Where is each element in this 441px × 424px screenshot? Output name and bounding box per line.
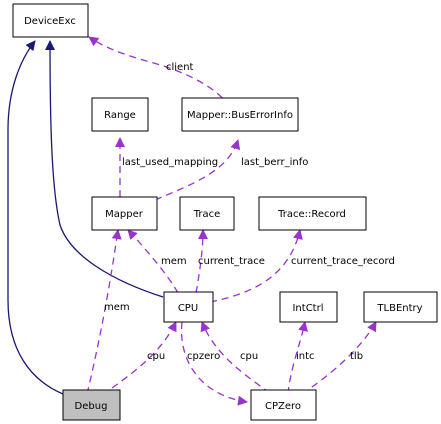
class-label-trace: Trace (193, 209, 221, 220)
class-label-range: Range (104, 110, 136, 121)
edge-label-current-trace: current_trace (198, 256, 265, 267)
class-label-debug: Debug (75, 401, 108, 412)
edge-label-current-trace-record: current_trace_record (291, 256, 395, 267)
association-edges (86, 36, 377, 406)
edge-label-last-berr-info: last_berr_info (241, 157, 308, 168)
class-node-debug[interactable]: Debug (62, 389, 121, 421)
edge-cpzero-cpu-cpzero (180, 321, 248, 406)
edge-label-last-used-mapping: last_used_mapping (122, 157, 218, 168)
class-label-trace-record: Trace::Record (277, 209, 346, 220)
edge-label-intc: intc (296, 351, 315, 362)
edge-label-cpzero: cpzero (187, 351, 220, 362)
class-node-cpu[interactable]: CPU (163, 291, 214, 323)
edge-label-client: client (166, 62, 194, 73)
edge-label-tlb: tlb (350, 351, 363, 362)
edge-label-mem-debug: mem (104, 302, 130, 313)
edge-cpu-inherits-deviceexc (45, 40, 164, 298)
class-node-mapper-buserrorinfo[interactable]: Mapper::BusErrorInfo (181, 97, 299, 132)
edge-tlb (301, 321, 377, 395)
edge-current-trace-record (209, 229, 303, 303)
edge-label-cpu-cpzero: cpu (240, 351, 258, 362)
class-node-deviceexc[interactable]: DeviceExc (12, 3, 89, 38)
inheritance-edges (7, 40, 164, 395)
class-label-tlbentry: TLBEntry (376, 303, 422, 314)
edge-intc (287, 321, 308, 395)
class-label-mapper-buserrorinfo: Mapper::BusErrorInfo (187, 110, 293, 121)
edge-mem-cpu-mapper (127, 229, 179, 294)
class-node-trace[interactable]: Trace (179, 196, 235, 231)
class-label-cpu: CPU (178, 303, 198, 314)
class-label-mapper: Mapper (105, 209, 144, 220)
edge-last-berr-info (154, 139, 241, 201)
class-node-mapper[interactable]: Mapper (91, 196, 158, 231)
edge-debug-inherits-deviceexc (7, 40, 64, 395)
class-node-trace-record[interactable]: Trace::Record (258, 196, 367, 231)
class-node-range[interactable]: Range (91, 97, 149, 132)
edge-label-cpu-debug: cpu (147, 351, 165, 362)
edge-mem-debug-mapper (86, 229, 122, 395)
class-label-intctrl: IntCtrl (292, 303, 323, 314)
edge-label-mem-cpu: mem (161, 256, 187, 267)
edge-current-trace (195, 229, 208, 294)
class-node-intctrl[interactable]: IntCtrl (279, 291, 338, 323)
class-node-tlbentry[interactable]: TLBEntry (363, 291, 438, 323)
edge-labels: client last_used_mapping last_berr_info … (104, 62, 395, 362)
edge-client (88, 36, 231, 108)
class-label-cpzero: CPZero (265, 401, 301, 412)
class-node-cpzero[interactable]: CPZero (250, 389, 317, 421)
edge-cpu-cpzero-cpu (200, 321, 271, 394)
class-label-deviceexc: DeviceExc (24, 16, 76, 27)
edge-cpu-debug-cpu (111, 321, 177, 389)
